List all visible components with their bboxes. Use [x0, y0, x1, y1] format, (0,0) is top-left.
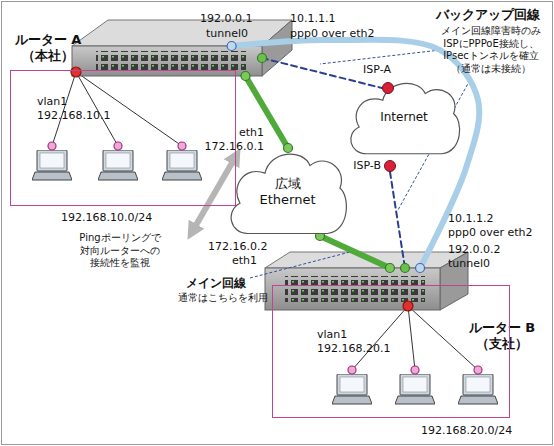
router-side: [262, 20, 292, 76]
pc-port: [178, 142, 186, 150]
port-dot: [385, 264, 394, 273]
pc-port: [411, 366, 419, 374]
port-dot: [416, 264, 425, 273]
cloud-outline: [351, 83, 460, 153]
laptop-icon: [98, 150, 138, 180]
lan-wire: [408, 306, 478, 370]
router-ports: [96, 51, 246, 70]
router-device: [265, 252, 468, 311]
vlan-port: [403, 301, 413, 311]
annotation-label: 192.0.0.1: [200, 12, 260, 26]
annotation-label: 172.16.0.2: [208, 240, 278, 254]
annotation-label: ppp0 over eth2: [290, 27, 380, 41]
annotation-label: tunnel0: [206, 27, 256, 41]
laptop-icon: [332, 374, 372, 404]
router-ports: [285, 276, 425, 302]
node-label: vlan1 192.168.10.1: [37, 95, 117, 123]
ping-arrow: [192, 156, 236, 232]
node-label: ISP-A: [357, 63, 397, 77]
annotation-label: 10.1.1.1: [290, 12, 350, 26]
leader-line: [250, 252, 350, 278]
lan-wire: [408, 306, 415, 370]
lan-box: vlan1 192.168.20.1192.168.20.0/24: [272, 285, 510, 418]
lan-box: vlan1 192.168.10.1192.168.10.0/24: [10, 70, 236, 206]
node-label: vlan1 192.168.20.1: [317, 328, 397, 356]
annotation-label: tunnel0: [448, 257, 508, 271]
laptop-icon: [458, 374, 498, 404]
router-device: [71, 20, 292, 77]
ipsec-tunnel: [232, 40, 480, 268]
pc-port: [348, 366, 356, 374]
annotation-label: メイン回線: [186, 276, 266, 291]
annotation-label: eth1: [232, 254, 272, 268]
node-label: ISP-B: [343, 159, 381, 173]
node-label: ルーター A （本社）: [6, 32, 90, 65]
isp-point: ISP-A: [382, 82, 394, 94]
lan-a-wiring: [32, 72, 202, 180]
annotation-label: 192.0.0.2: [448, 243, 508, 257]
node-label: Internet: [364, 110, 444, 125]
pc-port: [48, 142, 56, 150]
annotation-label: ppp0 over eth2: [448, 226, 538, 240]
annotation-label: メイン回線障害時のみ ISPにPPPoE接続し、 IPsecトンネルを確立 （通…: [432, 25, 550, 75]
annotation-label: 172.16.0.1: [198, 140, 264, 154]
leader-line: [320, 50, 440, 64]
node-label: 192.168.10.0/24: [61, 211, 171, 225]
router-box: ルーター B （支社）: [265, 268, 440, 310]
pppoe-link: [390, 172, 405, 268]
node-label: ルーター B （支社）: [460, 320, 544, 353]
annotation-label: eth1: [208, 126, 264, 140]
laptop-icon: [162, 150, 202, 180]
network-cloud: Internet: [345, 78, 463, 156]
router-front: [265, 268, 440, 310]
port-dot: [401, 264, 410, 273]
port-dot: [258, 54, 267, 63]
annotation-label: 10.1.1.2: [448, 212, 508, 226]
annotation-label: バックアップ回線: [436, 7, 548, 23]
laptop-icon: [32, 150, 72, 180]
annotation-label: 通常はこちらを利用: [178, 292, 278, 305]
pc-port: [114, 142, 122, 150]
lan-wire: [352, 306, 408, 370]
pc-port: [474, 366, 482, 374]
network-cloud: 広域 Ethernet: [225, 148, 350, 236]
ethernet-link: [320, 236, 390, 268]
node-label: 広域 Ethernet: [256, 176, 320, 209]
port-dot: [284, 144, 293, 153]
port-dot: [241, 72, 250, 81]
vlan-port: [71, 67, 81, 77]
node-label: 192.168.20.0/24: [421, 424, 531, 438]
router-box: ルーター A （本社）: [72, 46, 262, 76]
port-dot: [227, 42, 236, 51]
isp-point: ISP-B: [384, 160, 396, 172]
annotation-label: Pingポーリングで 対向ルーターへの 接続性を監視: [68, 232, 172, 270]
laptop-icon: [395, 374, 435, 404]
cloud-outline: [231, 154, 346, 233]
